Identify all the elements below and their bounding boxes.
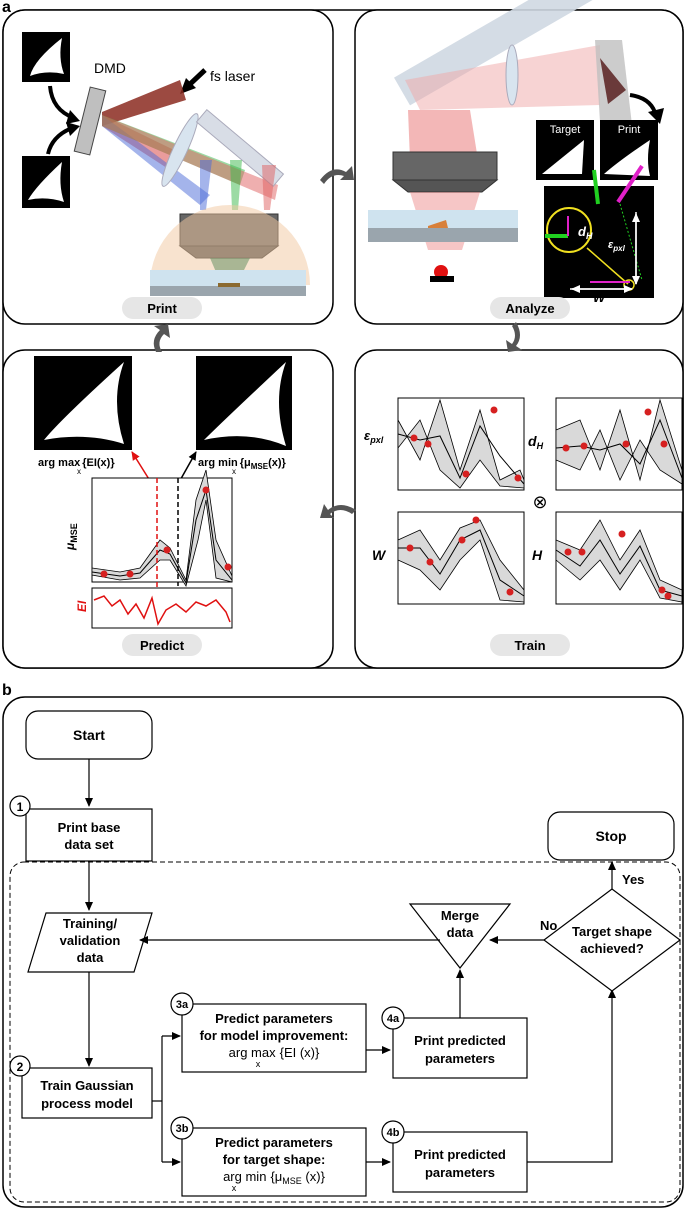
training-line1: Training/ <box>63 916 118 931</box>
step3b-line3: arg min{μMSE (x)} <box>223 1169 325 1186</box>
step1-number: 1 <box>17 800 24 814</box>
step3a-sub: x <box>256 1059 261 1069</box>
substrate <box>150 270 306 286</box>
step4a-node <box>392 1017 528 1079</box>
step1-node <box>25 808 153 862</box>
ei-axis-label: EI <box>75 600 89 612</box>
predict-pill <box>122 634 202 656</box>
print-pill-label: Print <box>147 301 177 316</box>
step3b-line1: Predict parameters <box>215 1135 333 1150</box>
step4a-line2: parameters <box>425 1051 495 1066</box>
step3a-number: 3a <box>176 999 189 1011</box>
merge-line1: Merge <box>441 908 479 923</box>
step3b-line2: for target shape: <box>223 1152 326 1167</box>
train-h-label: H <box>532 547 543 563</box>
iteration-loop-box <box>9 861 681 1203</box>
print-thumbnail-label: Print <box>618 124 641 136</box>
decision-line2: achieved? <box>580 941 644 956</box>
train-pill-label: Train <box>514 638 545 653</box>
laser-beam <box>102 80 186 126</box>
analyze-pill-label: Analyze <box>505 301 554 316</box>
predict-pill-label: Predict <box>140 638 185 653</box>
merge-line2: data <box>447 925 475 940</box>
analyze-objective <box>392 151 498 181</box>
stop-label: Stop <box>595 828 626 844</box>
panel-a-frame <box>2 9 684 669</box>
target-thumbnail-label: Target <box>550 124 581 136</box>
cycle-arrow-print-to-analyze-icon <box>320 166 354 184</box>
argmax-label: arg max{EI(x)} <box>38 457 115 469</box>
train-panel: εpxl dH ⊗ W H Train <box>354 349 684 669</box>
dichroic-mirror <box>195 109 285 187</box>
train-eps-label: εpxl <box>364 428 384 445</box>
panel-b-letter: b <box>2 682 12 699</box>
step4a-number: 4a <box>387 1013 400 1025</box>
start-label: Start <box>73 727 105 743</box>
step3b-sub: x <box>232 1183 237 1193</box>
h-label: H <box>644 236 654 251</box>
cycle-arrow-predict-to-print-icon <box>153 324 170 352</box>
step4b-number: 4b <box>387 1127 400 1139</box>
training-data-node <box>27 912 153 973</box>
step2-line1: Train Gaussian <box>40 1078 133 1093</box>
step2-number: 2 <box>17 1060 24 1074</box>
argmin-label: arg min{μMSE(x)} <box>198 457 287 471</box>
no-label: No <box>540 918 557 933</box>
dmd-label: DMD <box>94 60 126 76</box>
step3b-node <box>181 1127 367 1197</box>
mask-thumbnail-1 <box>22 32 70 82</box>
cycle-arrow-train-to-predict-icon <box>320 504 356 518</box>
decision-line1: Target shape <box>572 924 652 939</box>
step4b-line2: parameters <box>425 1165 495 1180</box>
stop-node <box>547 811 675 861</box>
step2-line2: process model <box>41 1096 133 1111</box>
step3a-line2: for model improvement: <box>200 1028 349 1043</box>
lens <box>161 113 199 187</box>
ei-plot <box>91 587 233 629</box>
training-line3: data <box>77 950 105 965</box>
dh-label: dH <box>578 224 593 241</box>
w-label: W <box>593 290 607 305</box>
training-line2: validation <box>60 933 121 948</box>
cycle-arrow-analyze-to-train-icon <box>506 322 522 352</box>
argmin-sub: x <box>232 467 236 476</box>
fs-laser-label: fs laser <box>210 68 255 84</box>
step4a-line1: Print predicted <box>414 1033 506 1048</box>
mask-thumbnail-2 <box>22 156 70 208</box>
analyze-panel: Target Print dH εpxl H W Analyze <box>354 0 684 325</box>
step3a-line3: arg max{EI (x)} <box>229 1045 320 1060</box>
argmax-sub: x <box>77 467 81 476</box>
train-dh-label: dH <box>528 433 544 451</box>
step4b-node <box>392 1131 528 1193</box>
step3b-number: 3b <box>176 1123 189 1135</box>
otimes-symbol: ⊗ <box>532 492 547 512</box>
predict-panel: arg max{EI(x)} x arg min{μMSE(x)} x μMSE… <box>2 349 334 669</box>
print-panel: DMD fs laser Print <box>2 9 334 325</box>
eps-label: εpxl <box>608 239 626 253</box>
train-pill <box>490 634 570 656</box>
train-w-label: W <box>372 547 387 563</box>
print-pill <box>122 297 202 319</box>
panel-b-frame <box>2 696 684 1208</box>
step2-node <box>21 1067 153 1119</box>
yes-label: Yes <box>622 872 644 887</box>
decision-node <box>543 888 681 992</box>
step1-line2: data set <box>64 837 114 852</box>
mu-axis-label: μMSE <box>63 523 79 551</box>
merge-data-node <box>408 903 512 969</box>
analyze-pill <box>490 297 570 319</box>
step1-line1: Print base <box>58 820 121 835</box>
dmd-device <box>73 86 107 156</box>
step3a-line1: Predict parameters <box>215 1011 333 1026</box>
panel-a-letter: a <box>2 0 11 16</box>
step4b-line1: Print predicted <box>414 1147 506 1162</box>
step3a-node <box>181 1003 367 1073</box>
